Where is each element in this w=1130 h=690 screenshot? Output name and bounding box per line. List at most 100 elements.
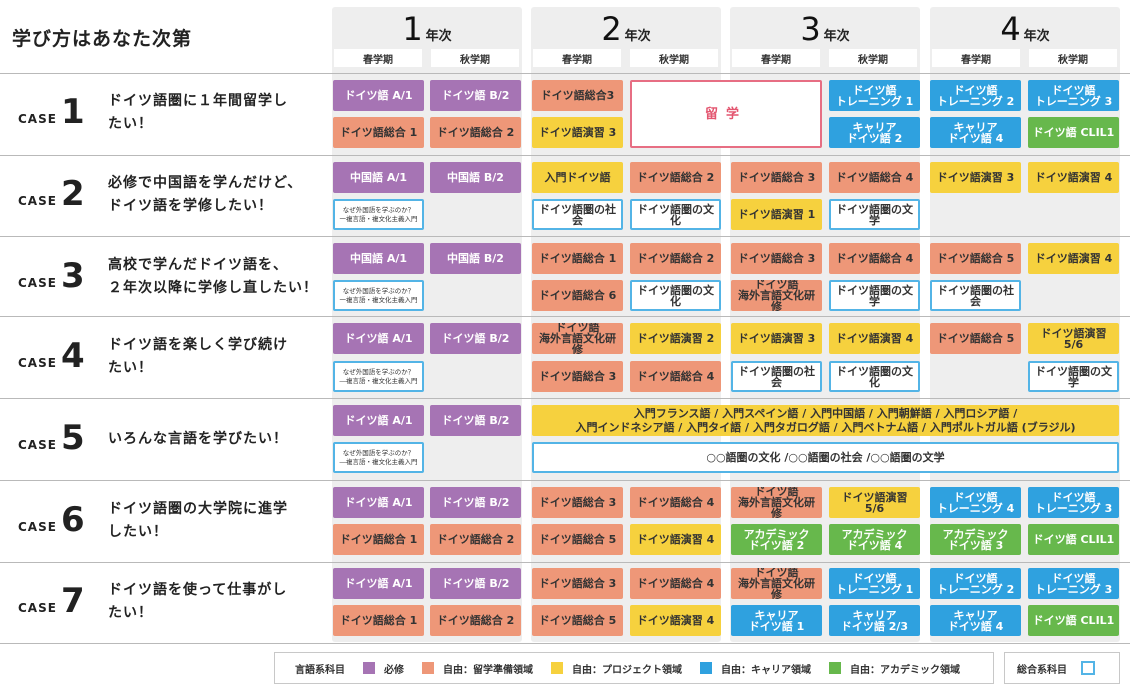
course-box: ドイツ語総合 4 bbox=[829, 162, 920, 193]
case-number: 5 bbox=[60, 418, 85, 458]
course-box: ドイツ語総合 3 bbox=[731, 243, 822, 274]
legend-label: 必修 bbox=[384, 664, 404, 676]
course-box: ドイツ語総合 3 bbox=[532, 568, 623, 599]
course-box: ドイツ語 トレーニング 2 bbox=[930, 568, 1021, 599]
case-3-label: CASE 3 bbox=[18, 258, 85, 294]
course-box: ドイツ語演習 3 bbox=[930, 162, 1021, 193]
course-box: ドイツ語 CLIL1 bbox=[1028, 117, 1119, 148]
general-course-box: なぜ外国語を学ぶのか？ 一複言語・複文化主義入門 bbox=[333, 199, 424, 230]
case-word: CASE bbox=[18, 438, 57, 452]
general-course-box: ドイツ語圏の社会 bbox=[930, 280, 1021, 311]
course-box: ドイツ語総合 5 bbox=[532, 524, 623, 555]
course-box: ドイツ語 A/1 bbox=[333, 487, 424, 518]
legend-general-label: 総合系科目 bbox=[1017, 664, 1067, 676]
general-course-box: ドイツ語圏の社会 bbox=[731, 361, 822, 392]
case-7-description: ドイツ語を使って仕事がし たい！ bbox=[108, 582, 288, 621]
course-box: ドイツ語総合 1 bbox=[333, 605, 424, 636]
legend-item-academic: 自由：アカデミック領域 bbox=[829, 661, 960, 676]
case-number: 6 bbox=[60, 500, 85, 540]
legend-general-courses: 総合系科目 bbox=[1004, 652, 1120, 684]
course-box: ドイツ語 B/2 bbox=[430, 568, 521, 599]
course-box: ドイツ語総合 3 bbox=[731, 162, 822, 193]
legend-swatch bbox=[1081, 661, 1095, 675]
case-3-description: 高校で学んだドイツ語を、 ２年次以降に学修し直したい！ bbox=[108, 257, 318, 296]
course-box: 入門ドイツ語 bbox=[532, 162, 623, 193]
year-unit: 年次 bbox=[1023, 29, 1050, 44]
course-box: ドイツ語総合3 bbox=[532, 80, 623, 111]
case-number: 4 bbox=[60, 336, 85, 376]
row-divider bbox=[0, 480, 1130, 481]
case-1-description: ドイツ語圏に１年間留学し たい！ bbox=[108, 93, 288, 132]
course-box: ドイツ語総合 1 bbox=[532, 243, 623, 274]
case-2-label: CASE 2 bbox=[18, 176, 85, 212]
row-divider bbox=[0, 73, 1130, 74]
course-box: ドイツ語総合 5 bbox=[532, 605, 623, 636]
course-box: ドイツ語演習 3 bbox=[731, 323, 822, 354]
case-6-description: ドイツ語圏の大学院に進学 したい！ bbox=[108, 501, 288, 540]
course-box: ドイツ語 CLIL1 bbox=[1028, 524, 1119, 555]
course-box: ドイツ語総合 5 bbox=[930, 243, 1021, 274]
legend-swatch bbox=[363, 662, 375, 674]
course-box: ドイツ語演習 5/6 bbox=[829, 487, 920, 518]
course-box: ドイツ語 A/1 bbox=[333, 80, 424, 111]
general-course-box: ドイツ語圏の文学 bbox=[829, 199, 920, 230]
case-word: CASE bbox=[18, 112, 57, 126]
case-5-description: いろんな言語を学びたい！ bbox=[108, 431, 288, 447]
course-box: ドイツ語 海外言語文化研修 bbox=[731, 487, 822, 518]
page-title: 学び方はあなた次第 bbox=[12, 28, 193, 50]
course-box: ドイツ語演習 4 bbox=[1028, 243, 1119, 274]
course-box: ドイツ語総合 4 bbox=[630, 487, 721, 518]
year-1-header: 1 年次 bbox=[332, 9, 522, 49]
case-word: CASE bbox=[18, 276, 57, 290]
case-5-label: CASE 5 bbox=[18, 420, 85, 456]
course-box: 中国語 A/1 bbox=[333, 162, 424, 193]
course-box: ドイツ語総合 2 bbox=[430, 524, 521, 555]
case-1-label: CASE 1 bbox=[18, 94, 85, 130]
legend-item-project: 自由：プロジェクト領域 bbox=[551, 661, 682, 676]
course-box: ドイツ語演習 4 bbox=[630, 524, 721, 555]
course-box: アカデミック ドイツ語 2 bbox=[731, 524, 822, 555]
legend-swatch bbox=[829, 662, 841, 674]
study-abroad-box: 留学 bbox=[630, 80, 822, 148]
general-course-box: ドイツ語圏の文学 bbox=[829, 280, 920, 311]
general-course-box: なぜ外国語を学ぶのか？ ―複言語・複文化主義入門 bbox=[333, 442, 424, 473]
course-box: ドイツ語総合 1 bbox=[333, 524, 424, 555]
year-unit: 年次 bbox=[823, 29, 850, 44]
course-box: ドイツ語 B/2 bbox=[430, 323, 521, 354]
general-course-box: ドイツ語圏の社会 bbox=[532, 199, 623, 230]
course-box: ドイツ語 トレーニング 4 bbox=[930, 487, 1021, 518]
course-box: ドイツ語演習 3 bbox=[532, 117, 623, 148]
course-box: キャリア ドイツ語 1 bbox=[731, 605, 822, 636]
course-box: ドイツ語総合 4 bbox=[630, 568, 721, 599]
semester-spring-label: 春学期 bbox=[932, 49, 1020, 67]
course-box: キャリア ドイツ語 4 bbox=[930, 117, 1021, 148]
course-box: アカデミック ドイツ語 4 bbox=[829, 524, 920, 555]
semester-fall-label: 秋学期 bbox=[829, 49, 917, 67]
legend-label: 自由：プロジェクト領域 bbox=[572, 664, 682, 676]
case-number: 3 bbox=[60, 256, 85, 296]
general-course-box: ○○語圏の文化 /○○語圏の社会 /○○語圏の文学 bbox=[532, 442, 1119, 473]
general-course-box: なぜ外国語を学ぶのか？ 一複言語・複文化主義入門 bbox=[333, 280, 424, 311]
case-4-description: ドイツ語を楽しく学び続け たい！ bbox=[108, 337, 288, 376]
legend-item-study-abroad-prep: 自由：留学準備領域 bbox=[422, 661, 533, 676]
course-box: ドイツ語総合 3 bbox=[532, 361, 623, 392]
course-box: キャリア ドイツ語 2/3 bbox=[829, 605, 920, 636]
intro-languages-box: 入門フランス語 / 入門スペイン語 / 入門中国語 / 入門朝鮮語 / 入門ロシ… bbox=[532, 405, 1119, 436]
row-divider bbox=[0, 155, 1130, 156]
course-box: ドイツ語 B/2 bbox=[430, 405, 521, 436]
year-number: 4 bbox=[1000, 10, 1021, 48]
legend-swatch bbox=[700, 662, 712, 674]
general-course-box: ドイツ語圏の文学 bbox=[1028, 361, 1119, 392]
row-divider bbox=[0, 562, 1130, 563]
course-box: ドイツ語総合 2 bbox=[430, 605, 521, 636]
year-4-header: 4 年次 bbox=[930, 9, 1120, 49]
row-divider bbox=[0, 316, 1130, 317]
general-course-box: ドイツ語圏の文化 bbox=[630, 199, 721, 230]
legend-label: 自由：アカデミック領域 bbox=[850, 664, 960, 676]
semester-spring-label: 春学期 bbox=[533, 49, 621, 67]
course-box: ドイツ語 A/1 bbox=[333, 323, 424, 354]
course-box: ドイツ語演習 4 bbox=[1028, 162, 1119, 193]
case-word: CASE bbox=[18, 356, 57, 370]
course-box: ドイツ語 海外言語文化研修 bbox=[532, 323, 623, 354]
course-box: ドイツ語演習 1 bbox=[731, 199, 822, 230]
